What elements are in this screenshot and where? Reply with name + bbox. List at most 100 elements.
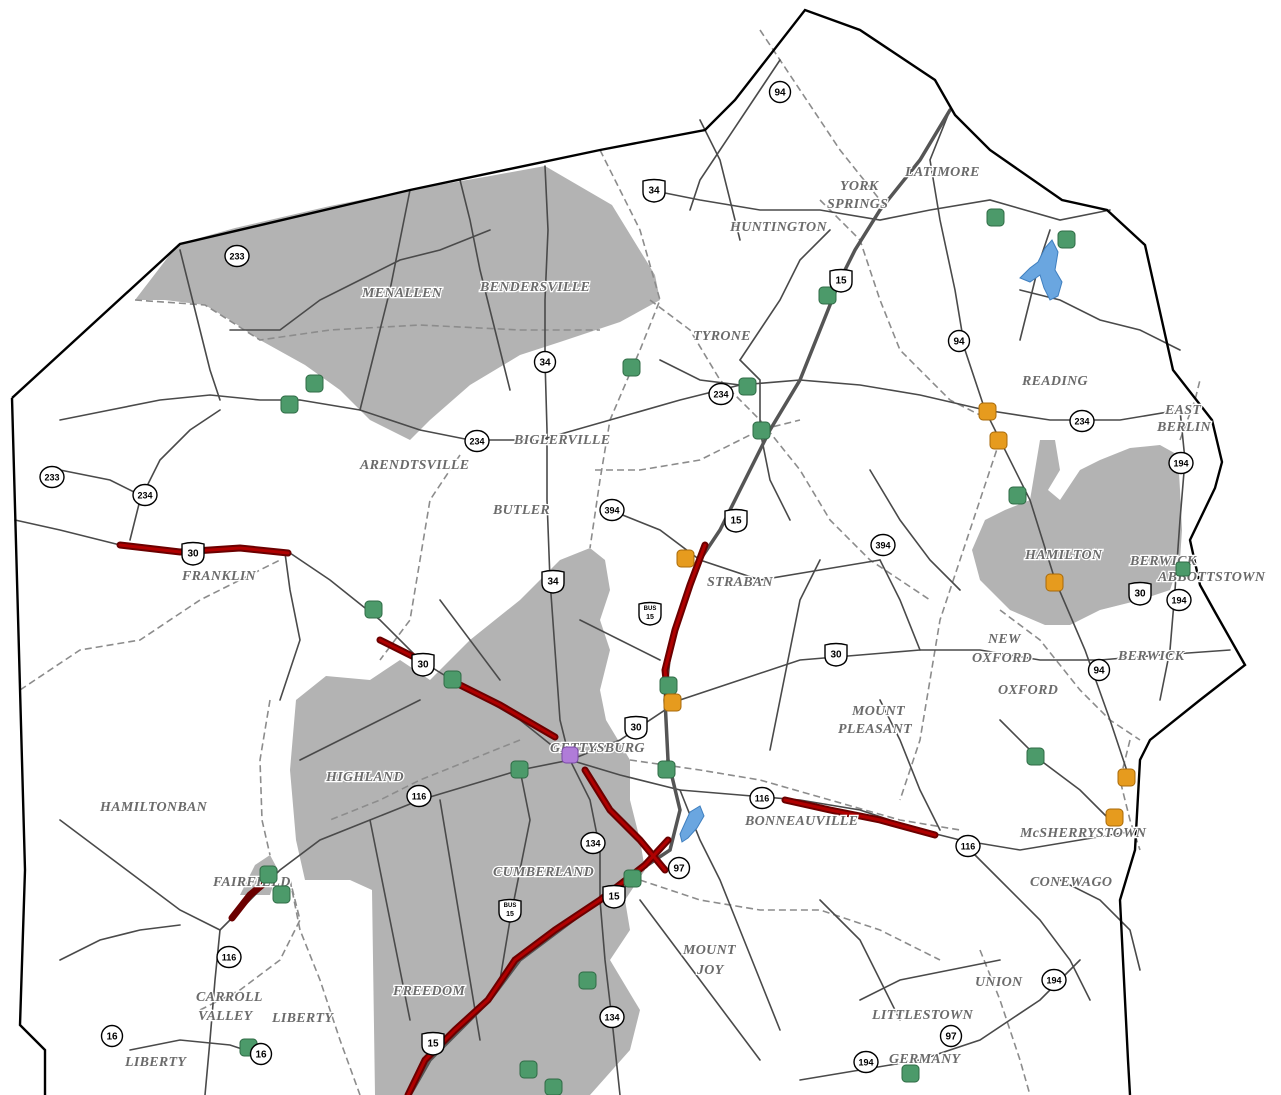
green-marker-icon[interactable] — [657, 760, 676, 779]
state-route-shield-icon — [533, 350, 557, 374]
orange-marker-icon[interactable] — [676, 549, 695, 568]
township-boundary — [589, 149, 661, 549]
green-marker-icon[interactable] — [901, 1064, 920, 1083]
green-marker-icon[interactable] — [622, 358, 641, 377]
label-abbottstown: ABBOTTSTOWN — [1157, 570, 1266, 585]
us-route-shield-icon — [602, 884, 626, 909]
road — [179, 249, 221, 401]
label-conewago: CONEWAGO — [1030, 875, 1112, 890]
route-shield-state: 234 — [464, 429, 490, 453]
green-marker-icon[interactable] — [738, 377, 757, 396]
road — [739, 229, 831, 361]
green-marker-icon[interactable] — [364, 600, 383, 619]
route-shield-banner: BUS — [504, 903, 517, 909]
label-mount-joy-line2: JOY — [696, 963, 725, 978]
label-hamilton: HAMILTON — [1024, 548, 1103, 563]
route-shield-state: 234 — [132, 483, 158, 507]
route-shield-state: 194 — [1166, 588, 1192, 612]
label-carroll-valley-line2: VALLEY — [198, 1009, 254, 1024]
route-shield-state: 134 — [580, 831, 606, 855]
green-marker-icon[interactable] — [280, 395, 299, 414]
green-marker-icon[interactable] — [1175, 561, 1191, 577]
label-hamiltonban: HAMILTONBAN — [99, 800, 208, 815]
road — [879, 559, 921, 651]
route-shield-state: 194 — [853, 1050, 879, 1074]
green-marker-icon[interactable] — [578, 971, 597, 990]
green-marker-icon[interactable] — [1026, 747, 1045, 766]
state-route-shield-icon — [224, 244, 250, 268]
orange-marker-icon[interactable] — [1045, 573, 1064, 592]
orange-marker-icon[interactable] — [978, 402, 997, 421]
route-shield-state: 394 — [599, 498, 625, 522]
orange-marker-icon[interactable] — [989, 431, 1008, 450]
road — [929, 109, 1131, 781]
label-reading: READING — [1021, 374, 1088, 389]
road — [59, 394, 301, 421]
route-shield-us: 15 — [724, 508, 748, 533]
route-shields: 9434233153494234234234233234394194153943… — [39, 80, 1194, 1074]
state-route-shield-icon — [955, 834, 981, 858]
road — [819, 899, 901, 1021]
route-shield-number: 94 — [953, 337, 965, 348]
label-bendersville: BENDERSVILLE — [479, 280, 590, 295]
green-marker-icon[interactable] — [519, 1060, 538, 1079]
route-shield-us: 30 — [824, 642, 848, 667]
township-boundary — [19, 559, 281, 691]
route-shield-us: 30 — [1128, 581, 1152, 606]
label-cumberland: CUMBERLAND — [493, 865, 594, 880]
green-marker-icon[interactable] — [1008, 486, 1027, 505]
orange-marker-icon[interactable] — [1117, 768, 1136, 787]
green-marker-icon[interactable] — [623, 869, 642, 888]
route-shield-state: 194 — [1041, 968, 1067, 992]
label-mount-pleasant-line2: PLEASANT — [838, 722, 913, 737]
orange-marker-icon[interactable] — [1105, 808, 1124, 827]
state-route-shield-icon — [100, 1024, 124, 1048]
route-shield-number: 16 — [106, 1032, 118, 1043]
us-route-shield-icon — [541, 569, 565, 594]
route-shield-number: 94 — [774, 88, 786, 99]
label-mcsherrystown: McSHERRYSTOWN — [1019, 826, 1147, 841]
state-route-shield-icon — [853, 1050, 879, 1074]
green-marker-icon[interactable] — [259, 865, 278, 884]
state-route-shield-icon — [249, 1042, 273, 1066]
route-shield-us: 34 — [642, 178, 666, 203]
state-route-shield-icon — [768, 80, 792, 104]
road — [439, 599, 501, 681]
state-route-shield-icon — [749, 786, 775, 810]
us-route-shield-icon — [498, 898, 522, 923]
green-marker-icon[interactable] — [305, 374, 324, 393]
green-marker-icon[interactable] — [443, 670, 462, 689]
green-marker-icon[interactable] — [272, 885, 291, 904]
shaded-area-east — [972, 440, 1182, 625]
route-shield-number: 15 — [608, 892, 620, 903]
orange-marker-icon[interactable] — [663, 693, 682, 712]
green-marker-icon[interactable] — [986, 208, 1005, 227]
route-shield-number: 194 — [1046, 976, 1061, 986]
green-marker-icon[interactable] — [510, 760, 529, 779]
purple-marker-icon[interactable] — [561, 746, 579, 764]
green-marker-icon[interactable] — [752, 421, 771, 440]
state-route-shield-icon — [1041, 968, 1067, 992]
green-marker-icon[interactable] — [544, 1078, 563, 1095]
route-shield-state: 116 — [406, 784, 432, 808]
route-shield-number: 116 — [222, 953, 237, 963]
route-shield-number: 97 — [673, 864, 685, 875]
road — [649, 189, 1111, 221]
label-east-berlin-line1: EAST — [1164, 403, 1202, 418]
route-shield-us: 34 — [541, 569, 565, 594]
road — [279, 552, 301, 701]
green-marker-icon[interactable] — [1057, 230, 1076, 249]
label-east-berlin-line2: BERLIN — [1156, 420, 1212, 435]
route-shield-number: 234 — [469, 437, 484, 447]
road — [129, 409, 221, 541]
us-route-shield-icon — [1128, 581, 1152, 606]
water-lake-north — [1019, 239, 1063, 301]
highlighted-route-fairfield — [228, 881, 266, 922]
shaded-area-fairfield — [240, 855, 278, 895]
route-shield-state: 134 — [599, 1005, 625, 1029]
road — [229, 229, 491, 331]
us-route-shield-icon — [181, 541, 205, 566]
green-marker-icon[interactable] — [818, 286, 837, 305]
green-marker-icon[interactable] — [659, 676, 678, 695]
road — [59, 819, 221, 931]
